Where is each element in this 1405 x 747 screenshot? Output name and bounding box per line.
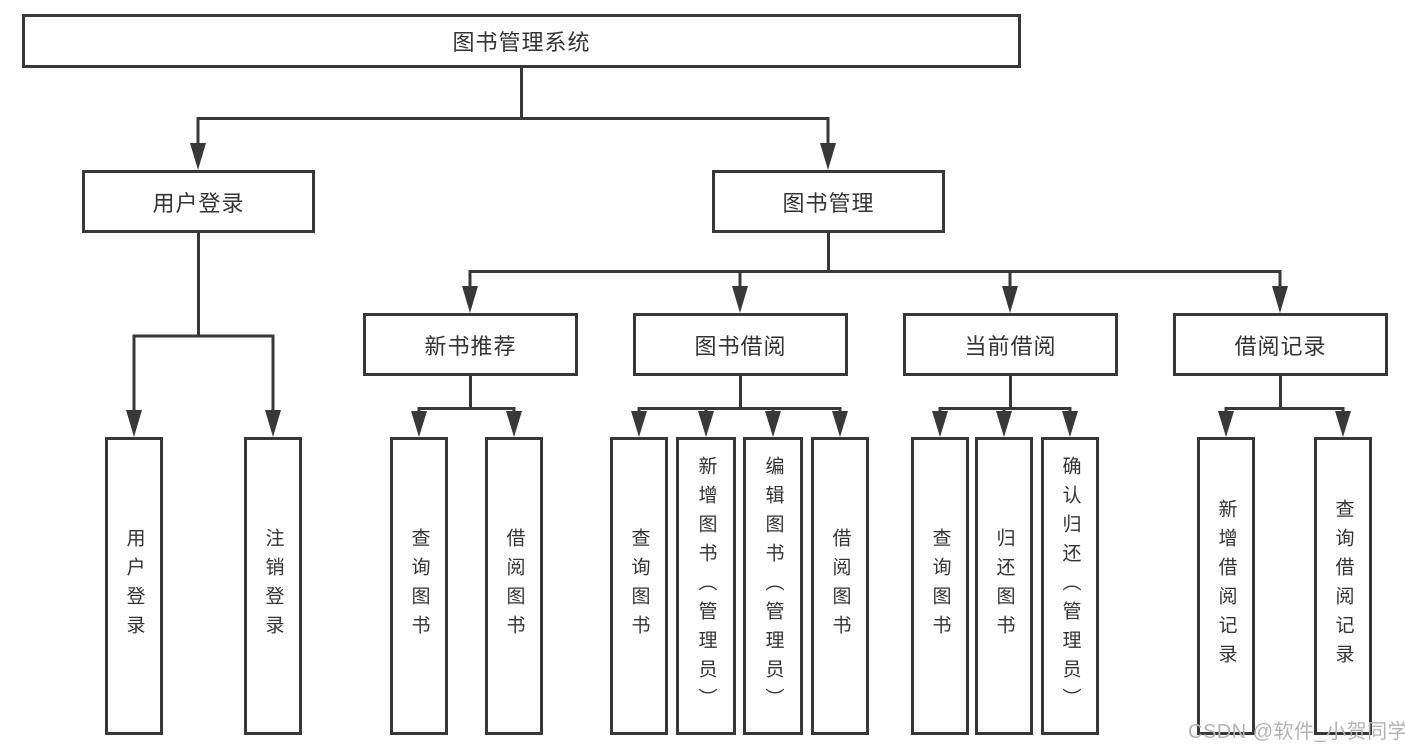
arrow-down-icon	[820, 143, 836, 170]
node-label: 用户登录	[152, 190, 245, 216]
arrow-down-icon	[996, 411, 1012, 437]
connector	[468, 270, 1282, 288]
arrow-down-icon	[126, 410, 142, 437]
node-user-login: 用户登录	[82, 170, 315, 233]
leaf-label: 编辑图书（管理员）	[762, 455, 784, 717]
node-label: 借阅记录	[1234, 333, 1327, 359]
leaf-label: 查询借阅记录	[1332, 499, 1354, 673]
node-label: 图书借阅	[694, 333, 787, 359]
node-label: 当前借阅	[964, 333, 1057, 359]
arrow-down-icon	[506, 411, 522, 437]
leaf-query-books-borrow: 查询图书	[610, 437, 668, 735]
leaf-label: 查询图书	[408, 528, 430, 644]
leaf-logout: 注销登录	[244, 437, 302, 735]
node-borrow-records: 借阅记录	[1173, 313, 1388, 376]
arrow-down-icon	[190, 143, 206, 170]
leaf-label: 新增图书（管理员）	[695, 455, 717, 717]
leaf-label: 查询图书	[929, 528, 951, 644]
connector	[637, 407, 842, 413]
arrow-down-icon	[932, 411, 948, 437]
node-root-system: 图书管理系统	[22, 14, 1021, 68]
node-current-borrow: 当前借阅	[903, 313, 1118, 376]
leaf-confirm-return-admin: 确认归还（管理员）	[1041, 437, 1099, 735]
arrow-down-icon	[1218, 411, 1234, 437]
node-book-borrow: 图书借阅	[633, 313, 848, 376]
leaf-label: 借阅图书	[503, 528, 525, 644]
arrow-down-icon	[765, 411, 781, 437]
leaf-query-borrow-record: 查询借阅记录	[1314, 437, 1372, 735]
arrow-down-icon	[462, 286, 478, 313]
arrow-down-icon	[1272, 286, 1288, 313]
arrow-down-icon	[698, 411, 714, 437]
leaf-label: 用户登录	[123, 528, 145, 644]
node-new-book-recommend: 新书推荐	[363, 313, 578, 376]
node-book-management: 图书管理	[712, 170, 945, 233]
leaf-borrow-books: 借阅图书	[811, 437, 869, 735]
leaf-label: 注销登录	[262, 528, 284, 644]
connector	[132, 334, 275, 412]
leaf-add-books-admin: 新增图书（管理员）	[676, 437, 736, 735]
leaf-edit-books-admin: 编辑图书（管理员）	[743, 437, 803, 735]
arrow-down-icon	[411, 411, 427, 437]
arrow-down-icon	[265, 410, 281, 437]
leaf-query-books-current: 查询图书	[911, 437, 969, 735]
csdn-watermark: CSDN @软件_小贺同学	[1188, 721, 1405, 743]
leaf-return-books: 归还图书	[975, 437, 1033, 735]
arrow-down-icon	[1335, 411, 1351, 437]
leaf-query-books-recommend: 查询图书	[390, 437, 448, 735]
leaf-label: 新增借阅记录	[1215, 499, 1237, 673]
connector	[1224, 407, 1345, 413]
arrow-down-icon	[832, 411, 848, 437]
connector	[196, 117, 830, 146]
leaf-add-borrow-record: 新增借阅记录	[1197, 437, 1255, 735]
arrow-down-icon	[732, 286, 748, 313]
arrow-down-icon	[1002, 286, 1018, 313]
leaf-borrow-books-recommend: 借阅图书	[485, 437, 543, 735]
arrow-down-icon	[631, 411, 647, 437]
leaf-label: 借阅图书	[829, 528, 851, 644]
node-label: 新书推荐	[424, 333, 517, 359]
leaf-label: 确认归还（管理员）	[1059, 455, 1081, 717]
connector	[417, 407, 516, 413]
leaf-user-login: 用户登录	[105, 437, 163, 735]
arrow-down-icon	[1062, 411, 1078, 437]
leaf-label: 归还图书	[993, 528, 1015, 644]
node-label: 图书管理	[782, 190, 875, 216]
node-label: 图书管理系统	[452, 30, 591, 55]
leaf-label: 查询图书	[628, 528, 650, 644]
